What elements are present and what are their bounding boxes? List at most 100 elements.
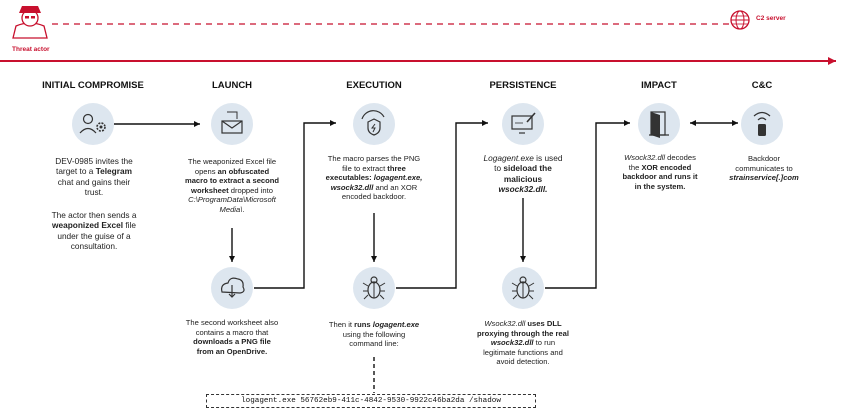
desc-text: The actor then sends a — [51, 210, 137, 220]
shield-refresh-icon — [353, 103, 395, 145]
desc-line: DEV-0985 invites the — [20, 156, 168, 166]
desc-text: . — [242, 204, 245, 214]
stage-title-persistence: PERSISTENCE — [489, 80, 557, 91]
desc-text: encoded backdoor. — [341, 192, 407, 202]
desc-line: under the guise of a — [20, 231, 168, 241]
desc-text: The weaponized Excel file — [187, 157, 277, 166]
desc-text: trust. — [84, 187, 104, 198]
desc-line: strainservice[.]com — [714, 173, 814, 183]
desc-text: XOR encoded — [641, 162, 692, 172]
desc-line: malicious — [468, 174, 578, 184]
desc-text: Wsock32.dll — [484, 319, 526, 328]
desc-line: Then it runs logagent.exe — [318, 320, 430, 330]
desc-line: Media\. — [176, 205, 288, 215]
desc-text: and an XOR — [373, 182, 418, 192]
desc-text: communicates to — [735, 163, 793, 173]
command-line-box: logagent.exe 56762eb9-411c-4842-9530-992… — [206, 394, 536, 408]
desc-line: Wsock32.dll uses DLL — [466, 319, 580, 329]
desc-line: legitimate functions and — [466, 348, 580, 358]
desc-text: sideload the — [503, 163, 552, 174]
desc-text: to — [494, 163, 504, 174]
desc-text: chat and gains their — [57, 176, 131, 187]
desc-text: wsock32.dll — [330, 182, 374, 192]
desc-line: backdoor and runs it — [608, 172, 712, 182]
c2-server-label: C2 server — [756, 15, 786, 22]
desc-text: uses DLL — [525, 319, 562, 328]
desc-text: worksheet — [191, 185, 229, 195]
threat-actor-icon — [12, 6, 48, 39]
desc-line: file to extract three — [318, 164, 430, 174]
desc-line: from an OpenDrive. — [172, 347, 292, 357]
wifi-device-icon — [741, 103, 783, 145]
desc-line: using the following — [318, 330, 430, 340]
desc-text: C:\ProgramData\Microsoft — [188, 195, 276, 205]
bug-icon-execution — [353, 267, 395, 309]
desc-line: wsock32.dll to run — [466, 338, 580, 348]
desc-text: opens — [194, 166, 218, 176]
desc-text: logagent.exe — [372, 320, 420, 329]
stage-title-launch: LAUNCH — [211, 80, 253, 91]
desc-text: weaponized Excel — [52, 220, 124, 231]
globe-icon — [730, 10, 750, 30]
desc-line: communicates to — [714, 164, 814, 174]
desc-line: weaponized Excel file — [20, 220, 168, 230]
desc-line: encoded backdoor. — [318, 192, 430, 202]
desc-line: consultation. — [20, 241, 168, 251]
desc-line: downloads a PNG file — [172, 337, 292, 347]
desc-text: Logagent.exe — [483, 153, 534, 163]
desc-line: The actor then sends a — [20, 210, 168, 220]
desc-text: Telegram — [95, 166, 132, 177]
desc-text: to run — [533, 338, 556, 348]
desc-text: target to a — [56, 166, 96, 177]
desc-text: avoid detection. — [496, 357, 550, 367]
desc-text: file to extract — [342, 163, 388, 173]
desc-line: macro to extract a second — [176, 176, 288, 186]
desc-text: dropped into — [228, 185, 273, 195]
desc-line: proxying through the real — [466, 329, 580, 339]
desc-line: opens an obfuscated — [176, 167, 288, 177]
desc-text: Wsock32.dll — [624, 153, 666, 162]
stage-title-initial: INITIAL COMPROMISE — [42, 80, 144, 91]
desc-text: legitimate functions and — [483, 347, 563, 357]
desc-text: file — [123, 220, 136, 231]
arrow-execution2-persistence — [396, 120, 488, 289]
desc-text: Media\ — [219, 204, 243, 214]
desc-line: executables: logagent.exe, — [318, 173, 430, 183]
desc-text: logagent.exe, — [373, 173, 423, 183]
desc-text: an obfuscated — [217, 166, 270, 176]
desc-line: The weaponized Excel file — [176, 157, 288, 167]
desc-line: C:\ProgramData\Microsoft — [176, 195, 288, 205]
desc-text: in the system. — [634, 181, 686, 191]
stage-title-execution: EXECUTION — [346, 80, 402, 91]
desc-text: DEV-0985 invites the — [55, 156, 133, 166]
desc-text: the — [628, 162, 642, 172]
desc-text: strainservice[.]com — [729, 173, 799, 183]
desc-line: Wsock32.dll decodes — [608, 153, 712, 163]
desc-line: contains a macro that — [172, 328, 292, 338]
desc-line: The macro parses the PNG — [318, 154, 430, 164]
desc-text: three — [387, 163, 406, 173]
desc-text: Backdoor — [747, 154, 781, 163]
desc-text: executables: — [325, 173, 374, 183]
desc-line: in the system. — [608, 182, 712, 192]
arrow-persistence2-impact — [545, 120, 630, 289]
desc-text: decodes — [665, 153, 696, 162]
desc-text: downloads a PNG file — [193, 337, 271, 347]
bug-icon-persistence — [502, 267, 544, 309]
monitor-pen-icon — [502, 103, 544, 145]
desc-text: Then it — [328, 320, 355, 329]
desc-text: wsock32.dll — [490, 338, 534, 348]
desc-text: macro to extract a second — [184, 176, 280, 186]
desc-line: command line: — [318, 339, 430, 349]
desc-text: is used — [533, 153, 563, 163]
arrow-launch2-execution — [254, 120, 336, 289]
